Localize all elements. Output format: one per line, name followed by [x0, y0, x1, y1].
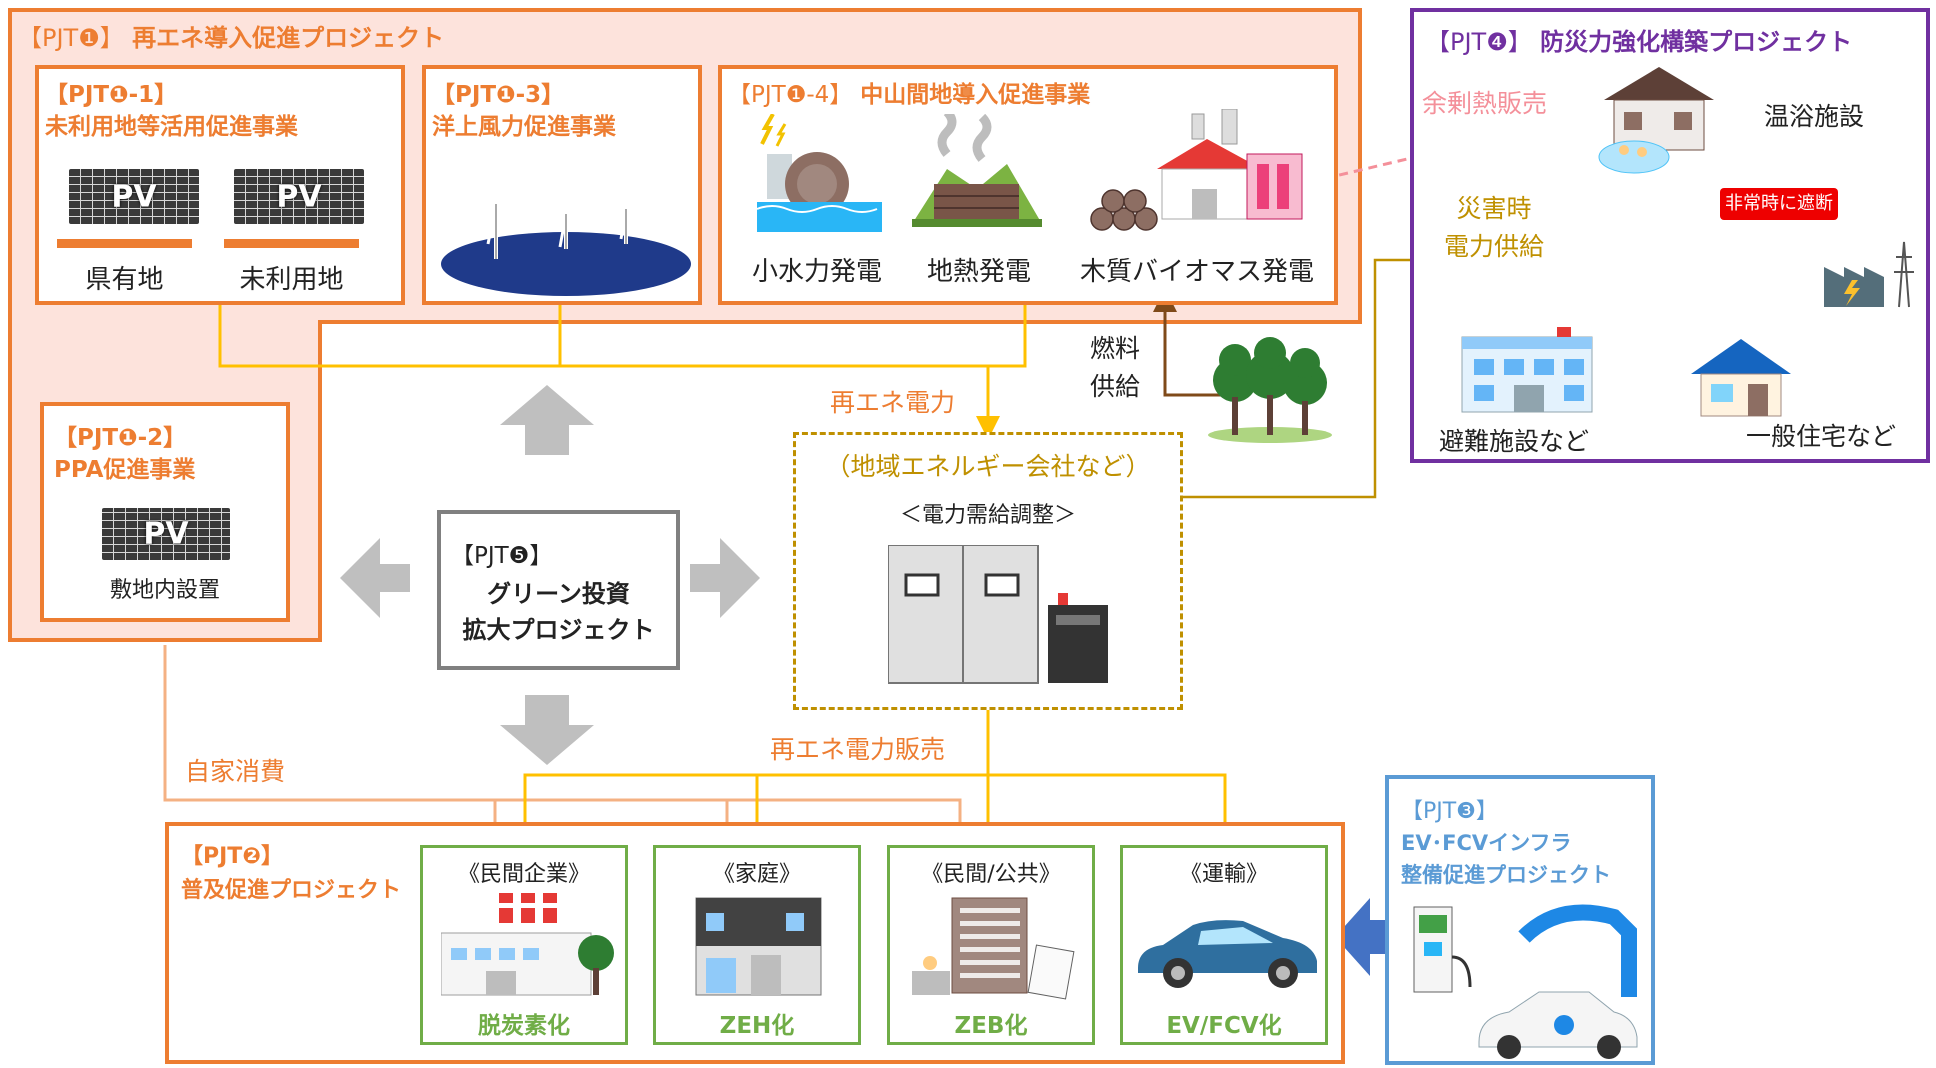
label-onsite: 敷地内設置: [109, 578, 220, 603]
arrow-up: [500, 385, 594, 455]
label-shelter: 避難施設など: [1439, 427, 1590, 456]
forest-icon: [1208, 337, 1332, 443]
pjt3-title: EV･FCVインフラ 整備促進プロジェクト: [1401, 827, 1611, 891]
arrow-left: [340, 538, 410, 618]
self-consumption-line: [163, 645, 507, 847]
disaster-power-line-1: 災害時: [1456, 194, 1532, 223]
power-plant-icon: [1824, 241, 1914, 308]
pjt1-1-tag: 【PJT❶-1】: [45, 82, 178, 108]
pv-panel-icon: PV: [102, 508, 230, 560]
fuel-supply-line-2: 供給: [1090, 372, 1141, 401]
fuel-supply-line-1: 燃料: [1090, 334, 1141, 363]
card-head: 《民間企業》: [457, 862, 590, 887]
energy-company-box: （地域エネルギー会社など） ＜電力需給調整＞: [793, 432, 1183, 710]
pjt5-tag: 【PJT❺】: [451, 543, 553, 569]
pjt1-4-heading: 【PJT❶-4】 中山間地導入促進事業: [728, 75, 1090, 109]
pjt5-title: グリーン投資 拡大プロジェクト: [441, 576, 676, 648]
pjt3-title-line-2: 整備促進プロジェクト: [1401, 863, 1611, 887]
label-renewable-power: 再エネ電力: [830, 388, 956, 417]
card-foot: EV/FCV化: [1166, 1013, 1282, 1039]
zeh-house-icon: [695, 897, 822, 996]
ground-bar: [57, 239, 192, 248]
small-hydro-icon: [756, 114, 882, 232]
ev-car-icon: [1138, 920, 1317, 988]
fuel-supply-line: [1153, 288, 1225, 397]
shelter-icon: [1461, 327, 1593, 413]
cutoff-callout: 非常時に遮断: [1720, 188, 1838, 220]
label-prefectural-land: 県有地: [85, 265, 164, 295]
label-hot-spring: 温浴施設: [1764, 102, 1865, 131]
pjt1-title: 【PJT❶】 再エネ導入促進プロジェクト: [18, 18, 444, 53]
pjt2-tag: 【PJT❷】: [181, 844, 283, 869]
card-transport: 《運輸》 EV/FCV化: [1120, 845, 1328, 1045]
pjt4-tag: 【PJT❹】: [1426, 28, 1532, 56]
card-private-public: 《民間/公共》 ZEB化: [887, 845, 1095, 1045]
label-geothermal: 地熱発電: [926, 257, 1031, 287]
pjt1-3-title: 洋上風力促進事業: [432, 114, 616, 140]
pjt1-1-box: 【PJT❶-1】 未利用地等活用促進事業 PV PV 県有地 未利用地: [35, 65, 405, 305]
pjt1-title-text: 再エネ導入促進プロジェクト: [132, 24, 445, 52]
power-storage-icon: [888, 545, 1108, 684]
pjt3-arrow: [1335, 898, 1395, 976]
pjt5-box: 【PJT❺】 グリーン投資 拡大プロジェクト: [437, 510, 680, 670]
card-head: 《家庭》: [712, 862, 801, 887]
arrow-right: [690, 538, 760, 618]
pjt4-heading: 【PJT❹】 防災力強化構築プロジェクト: [1426, 22, 1852, 57]
biomass-plant-icon: [1090, 109, 1303, 231]
card-household: 《家庭》 ZEH化: [653, 845, 861, 1045]
pjt3-title-line-1: EV･FCVインフラ: [1401, 831, 1572, 855]
card-head: 《民間/公共》: [921, 862, 1061, 887]
label-biomass: 木質バイオマス発電: [1079, 257, 1314, 287]
label-surplus-heat: 余剰熱販売: [1422, 89, 1548, 118]
card-foot: ZEH化: [719, 1013, 795, 1039]
pv-label: PV: [143, 516, 189, 552]
card-foot: ZEB化: [954, 1013, 1028, 1039]
pjt3-tag: 【PJT❸】: [1401, 799, 1498, 824]
pjt1-2-box: 【PJT❶-2】 PPA促進事業 PV 敷地内設置: [40, 402, 290, 622]
pjt1-tag: 【PJT❶】: [18, 24, 124, 52]
pv-label: PV: [276, 179, 322, 214]
pv-panel-icon: PV: [69, 169, 199, 224]
hot-spring-icon: [1598, 67, 1714, 174]
card-head: 《運輸》: [1179, 862, 1268, 887]
renewable-collector-line: [218, 305, 1027, 368]
pjt1-4-box: 【PJT❶-4】 中山間地導入促進事業: [718, 65, 1338, 305]
pjt3-box: 【PJT❸】 EV･FCVインフラ 整備促進プロジェクト: [1385, 775, 1655, 1065]
label-disaster-power: 災害時 電力供給: [1424, 190, 1564, 266]
pjt4-box: 【PJT❹】 防災力強化構築プロジェクト 余剰熱販売 温浴施設 災害時 電力供給…: [1410, 8, 1930, 463]
label-power-sales: 再エネ電力販売: [770, 735, 946, 764]
pjt2-title: 普及促進プロジェクト: [181, 878, 402, 903]
pjt1-2-title: PPA促進事業: [54, 457, 196, 483]
energy-company-title: （地域エネルギー会社など）: [825, 452, 1151, 481]
label-small-hydro: 小水力発電: [751, 257, 882, 287]
label-fuel-supply: 燃料 供給: [1090, 330, 1140, 406]
card-foot: 脱炭素化: [478, 1013, 570, 1039]
label-unused-land: 未利用地: [239, 265, 344, 295]
geothermal-icon: [912, 114, 1042, 227]
pjt5-title-line-2: 拡大プロジェクト: [462, 616, 655, 644]
energy-company-subtitle: ＜電力需給調整＞: [899, 503, 1076, 528]
pjt1-3-tag: 【PJT❶-3】: [432, 82, 565, 108]
pjt1-2-tag: 【PJT❶-2】: [54, 425, 187, 451]
pjt1-4-title: 中山間地導入促進事業: [860, 82, 1091, 108]
pv-panel-icon: PV: [234, 169, 364, 224]
label-houses: 一般住宅など: [1746, 422, 1897, 451]
pv-label: PV: [111, 179, 157, 214]
offshore-wind-icon: [441, 168, 691, 296]
pjt1-4-tag: 【PJT❶-4】: [728, 82, 853, 108]
factory-icon: [441, 893, 614, 996]
pjt1-3-box: 【PJT❶-3】 洋上風力促進事業: [422, 65, 702, 305]
zeb-building-icon: [912, 897, 1075, 1000]
pjt5-title-line-1: グリーン投資: [487, 580, 630, 608]
disaster-power-line-2: 電力供給: [1443, 232, 1544, 261]
pjt4-title: 防災力強化構築プロジェクト: [1540, 28, 1853, 56]
ground-bar: [224, 239, 359, 248]
label-self-consumption: 自家消費: [185, 757, 286, 786]
arrow-down: [500, 695, 594, 765]
pjt1-1-title: 未利用地等活用促進事業: [45, 114, 298, 140]
house-icon: [1691, 339, 1791, 417]
card-private-company: 《民間企業》 脱炭素化: [420, 845, 628, 1045]
charging-station-icon: [1413, 904, 1638, 1059]
